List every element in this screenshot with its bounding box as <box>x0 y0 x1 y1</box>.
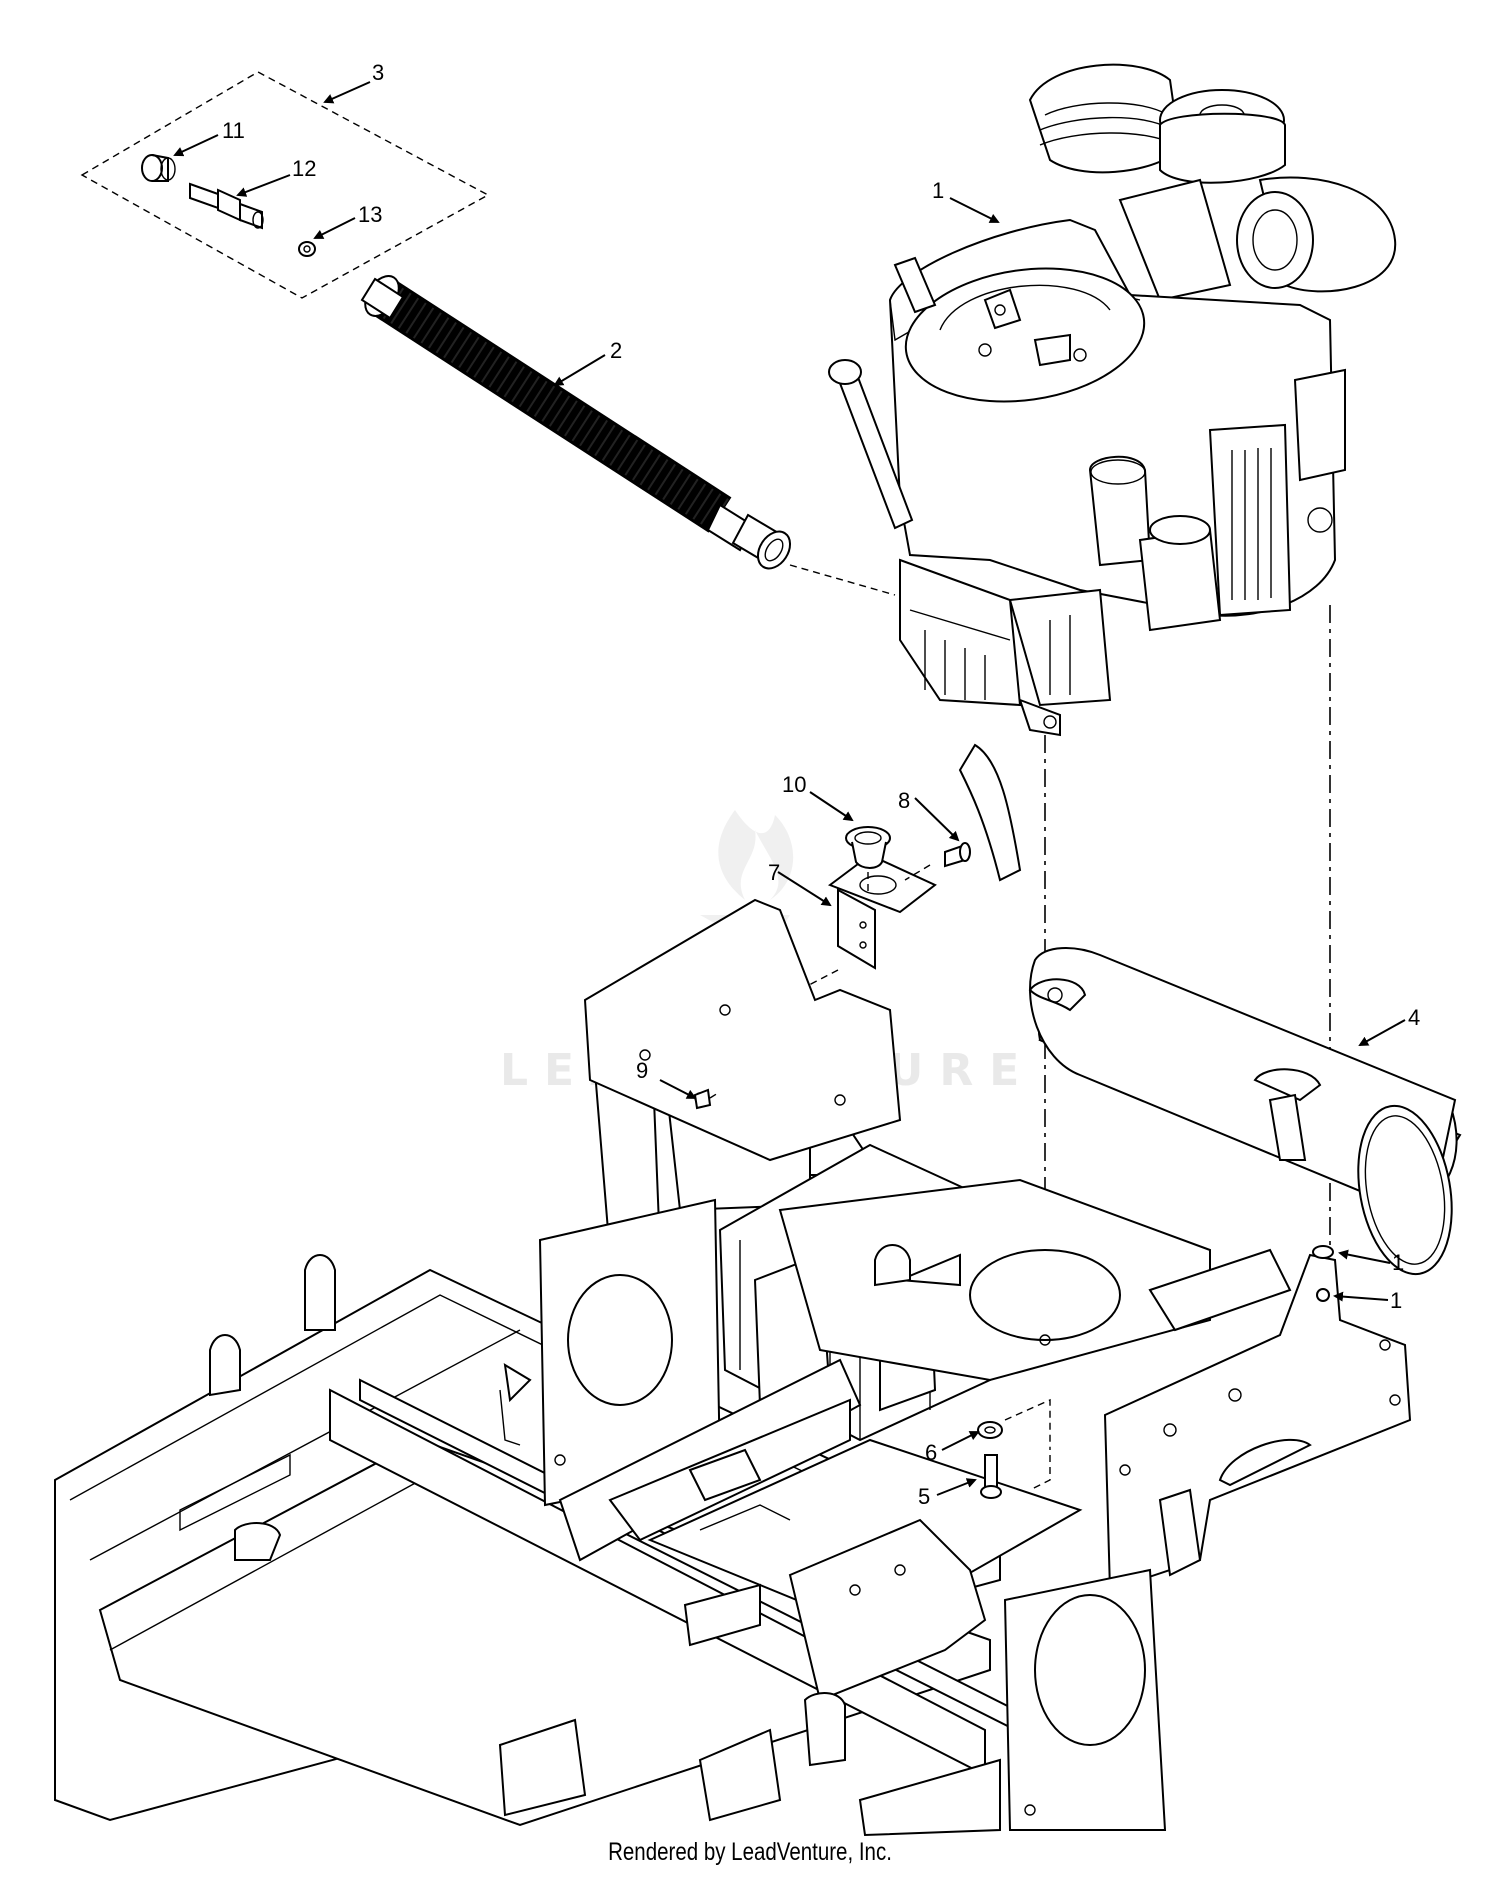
arrow-4 <box>1358 1019 1406 1046</box>
chassis-frame <box>54 898 1412 1837</box>
part-12-drain-valve <box>189 182 264 230</box>
part-1-engine <box>828 63 1397 737</box>
callout-arrows <box>173 81 1406 1496</box>
callout-labels: 3 11 12 13 2 1 4 1 1 10 8 7 9 6 5 <box>222 60 1420 1509</box>
arrow-1-washer <box>1338 1249 1391 1264</box>
part-5-bolt <box>980 1454 1002 1499</box>
arrow-7 <box>777 871 832 907</box>
callout-6: 6 <box>925 1440 937 1465</box>
callout-10: 10 <box>782 772 806 797</box>
arrow-8 <box>914 797 960 842</box>
part-1-hardware <box>1312 1245 1334 1302</box>
arrow-10 <box>809 791 854 822</box>
part-10-grommet <box>845 826 891 869</box>
callout-13: 13 <box>358 202 382 227</box>
part-11-cap <box>141 154 176 182</box>
callout-9: 9 <box>636 1058 648 1083</box>
bolt-guide-line-lower <box>1029 1455 1051 1491</box>
part-7-bracket <box>827 853 937 970</box>
part-4-muffler <box>958 743 1462 1276</box>
callout-1-engine: 1 <box>932 178 944 203</box>
arrow-1-nut <box>1333 1291 1389 1302</box>
part-3-kit-box <box>80 71 490 299</box>
callout-8: 8 <box>898 788 910 813</box>
arrow-6 <box>941 1431 980 1451</box>
part-2-drain-hose <box>360 275 896 596</box>
callout-1-washer: 1 <box>1392 1250 1404 1275</box>
callout-3: 3 <box>372 60 384 85</box>
arrow-12 <box>236 174 291 197</box>
part-8-bolt <box>904 842 971 881</box>
bolt-guide-line-upper <box>1004 1398 1051 1450</box>
callout-2: 2 <box>610 338 622 363</box>
arrow-1-engine <box>949 197 1000 223</box>
part-13-clamp <box>298 241 316 257</box>
callout-4: 4 <box>1408 1005 1420 1030</box>
callout-7: 7 <box>768 860 780 885</box>
part-9-nut <box>693 1088 719 1110</box>
callout-11: 11 <box>222 118 245 143</box>
arrow-9 <box>659 1079 697 1099</box>
callout-12: 12 <box>292 156 316 181</box>
arrow-2 <box>553 354 606 387</box>
part-6-washer <box>977 1421 1003 1439</box>
arrow-11 <box>173 134 219 157</box>
footer-credit: Rendered by LeadVenture, Inc. <box>608 1838 892 1866</box>
arrow-13 <box>313 217 356 239</box>
callout-5: 5 <box>918 1484 930 1509</box>
arrow-3 <box>323 81 371 104</box>
arrow-5 <box>936 1478 977 1496</box>
callout-1-nut: 1 <box>1390 1288 1402 1313</box>
